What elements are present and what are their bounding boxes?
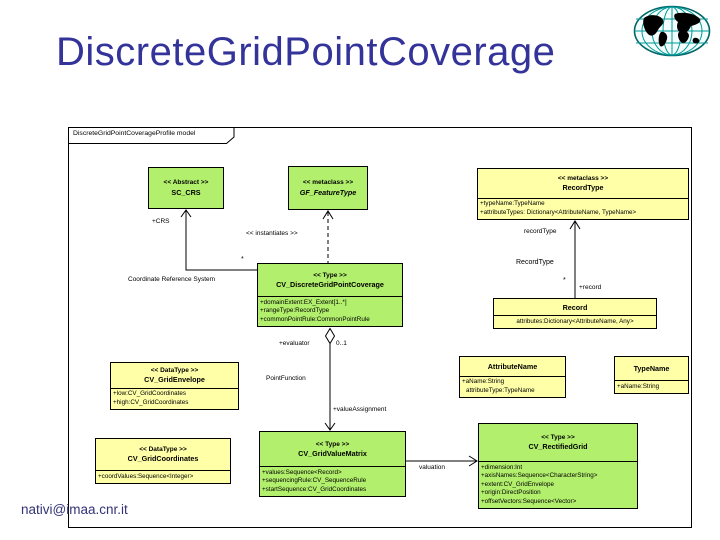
class-name: CV_GridEnvelope	[144, 375, 205, 384]
class-attribute: +high:CV_GridCoordinates	[113, 398, 189, 406]
class-stereotype: << Abstract >>	[163, 179, 209, 187]
class-typename: TypeName +aName:String	[614, 356, 689, 394]
class-name: Record	[562, 302, 588, 312]
class-attributes: +aName:String	[615, 380, 688, 393]
class-attribute: +domainExtent:EX_Extent[1..*]	[260, 298, 347, 306]
class-name: CV_GridValueMatrix	[298, 448, 367, 458]
class-attribute: +dimension:Int	[481, 463, 523, 471]
class-attributes: +values:Sequence<Record> +sequencingRule…	[260, 466, 405, 496]
class-attributes: +typeName:TypeName +attributeTypes: Dict…	[478, 197, 688, 219]
class-name: GF_FeatureType	[299, 187, 357, 197]
class-attribute: +commonPointRule:CommonPointRule	[260, 315, 370, 323]
class-attribute: +offsetVectors:Sequence<Vector>	[481, 497, 577, 505]
class-stereotype: << metaclass >>	[557, 174, 609, 182]
class-cv-discretegridpointcoverage: << Type >> CV_DiscreteGridPointCoverage …	[257, 263, 403, 327]
class-recordtype: << metaclass >> RecordType +typeName:Typ…	[477, 168, 689, 220]
class-attributes: +coordValues:Sequence<Integer>	[96, 470, 230, 483]
class-attribute: +origin:DirectPosition	[481, 489, 541, 497]
class-header: << metaclass >> RecordType	[478, 169, 688, 198]
edge-label-evaluator-multiplicity: 0..1	[336, 340, 347, 347]
footer-email: nativi@imaa.cnr.it	[21, 502, 128, 517]
edge-label-valuation: valuation	[419, 464, 446, 471]
class-attribute: +aName:String	[462, 378, 505, 386]
class-name: AttributeName	[487, 361, 538, 371]
edge-label-crs-name: Coordinate Reference System	[128, 276, 216, 283]
class-attribute: +low:CV_GridCoordinates	[113, 390, 186, 398]
class-header: << metaclass >> GF_FeatureType	[289, 167, 367, 209]
class-stereotype: << DataType >>	[150, 366, 199, 374]
class-stereotype: << DataType >>	[139, 446, 187, 454]
class-cv-gridcoordinates: << DataType >> CV_GridCoordinates +coord…	[95, 438, 231, 484]
edge-label-recordtype-name: RecordType	[516, 259, 554, 266]
class-stereotype: << metaclass >>	[302, 179, 354, 187]
class-name: CV_GridCoordinates	[127, 454, 199, 464]
edge-label-valueassignment: +valueAssignment	[333, 406, 387, 413]
connector-evaluator	[324, 327, 336, 431]
class-header: << Type >> CV_DiscreteGridPointCoverage	[258, 264, 402, 296]
edge-label-record-role: +record	[579, 284, 602, 291]
class-gf-featuretype: << metaclass >> GF_FeatureType	[288, 166, 368, 210]
class-name: SC_CRS	[171, 187, 201, 197]
slide-title: DiscreteGridPointCoverage	[56, 30, 556, 74]
class-header: << Abstract >> SC_CRS	[149, 168, 223, 208]
class-attribute: +startSequence:CV_GridCoordinates	[262, 485, 367, 493]
class-attribute: +typeName:TypeName	[480, 200, 545, 208]
class-attribute: attributes:Dictionary<AttributeName, Any…	[516, 317, 634, 325]
class-attribute: +values:Sequence<Record>	[262, 468, 342, 476]
edge-label-recordtype-role: recordType	[524, 228, 557, 235]
class-cv-gridenvelope: << DataType >> CV_GridEnvelope +low:CV_G…	[110, 362, 239, 410]
class-header: AttributeName	[460, 357, 565, 376]
class-attributes: attributes:Dictionary<AttributeName, Any…	[494, 315, 656, 328]
globe-logo	[633, 5, 711, 57]
globe-continents	[643, 12, 701, 47]
class-attribute: +extent:CV_GridEnvelope	[481, 480, 554, 488]
edge-label-crs-role: +CRS	[152, 218, 170, 225]
class-header: << DataType >> CV_GridCoordinates	[96, 439, 230, 470]
edge-label-instantiates: << instantiates >>	[246, 230, 298, 237]
edge-label-pointfunction: PointFunction	[266, 375, 306, 382]
edge-label-record-multiplicity: *	[563, 277, 566, 284]
class-header: << DataType >> CV_GridEnvelope	[111, 363, 238, 388]
edge-label-evaluator-role: +evaluator	[279, 340, 310, 347]
class-header: << Type >> CV_GridValueMatrix	[260, 432, 405, 466]
class-attributes: +domainExtent:EX_Extent[1..*] +rangeType…	[258, 296, 402, 326]
frame-label: DiscreteGridPointCoverageProfile model	[73, 130, 196, 137]
class-attribute: +sequencingRule:CV_SequenceRule	[262, 477, 367, 485]
class-attributes: +aName:String attributeType:TypeName	[460, 375, 565, 397]
class-record: Record attributes:Dictionary<AttributeNa…	[493, 298, 657, 329]
class-name: CV_DiscreteGridPointCoverage	[276, 279, 384, 289]
class-stereotype: << Type >>	[313, 271, 347, 279]
class-cv-gridvaluematrix: << Type >> CV_GridValueMatrix +values:Se…	[259, 431, 406, 497]
class-attribute: +coordValues:Sequence<Integer>	[98, 472, 194, 480]
class-name: RecordType	[562, 183, 604, 192]
connector-crs	[180, 209, 257, 271]
class-sc-crs: << Abstract >> SC_CRS	[148, 167, 224, 209]
class-cv-rectifiedgrid: << Type >> CV_RectifiedGrid +dimension:I…	[478, 423, 638, 509]
class-attributes: +low:CV_GridCoordinates +high:CV_GridCoo…	[111, 387, 238, 409]
class-header: TypeName	[615, 357, 688, 380]
edge-label-crs-multiplicity: *	[241, 256, 244, 263]
class-attribute: +attributeTypes: Dictionary<AttributeNam…	[480, 208, 637, 216]
class-attribute: attributeType:TypeName	[466, 386, 535, 394]
connector-instantiates	[322, 210, 334, 263]
class-stereotype: << Type >>	[315, 440, 350, 448]
class-name: CV_RectifiedGrid	[528, 442, 588, 452]
class-name: TypeName	[633, 364, 670, 374]
class-stereotype: << Type >>	[541, 434, 575, 442]
class-attributes: +dimension:Int +axisNames:Sequence<Chara…	[479, 461, 637, 508]
class-attribute: +axisNames:Sequence<CharacterString>	[481, 472, 598, 480]
class-header: << Type >> CV_RectifiedGrid	[479, 424, 637, 461]
class-attribute: +aName:String	[617, 382, 660, 390]
class-attribute: +rangeType:RecordType	[260, 307, 330, 315]
class-attributename: AttributeName +aName:String attributeTyp…	[459, 356, 566, 398]
class-header: Record	[494, 299, 656, 315]
